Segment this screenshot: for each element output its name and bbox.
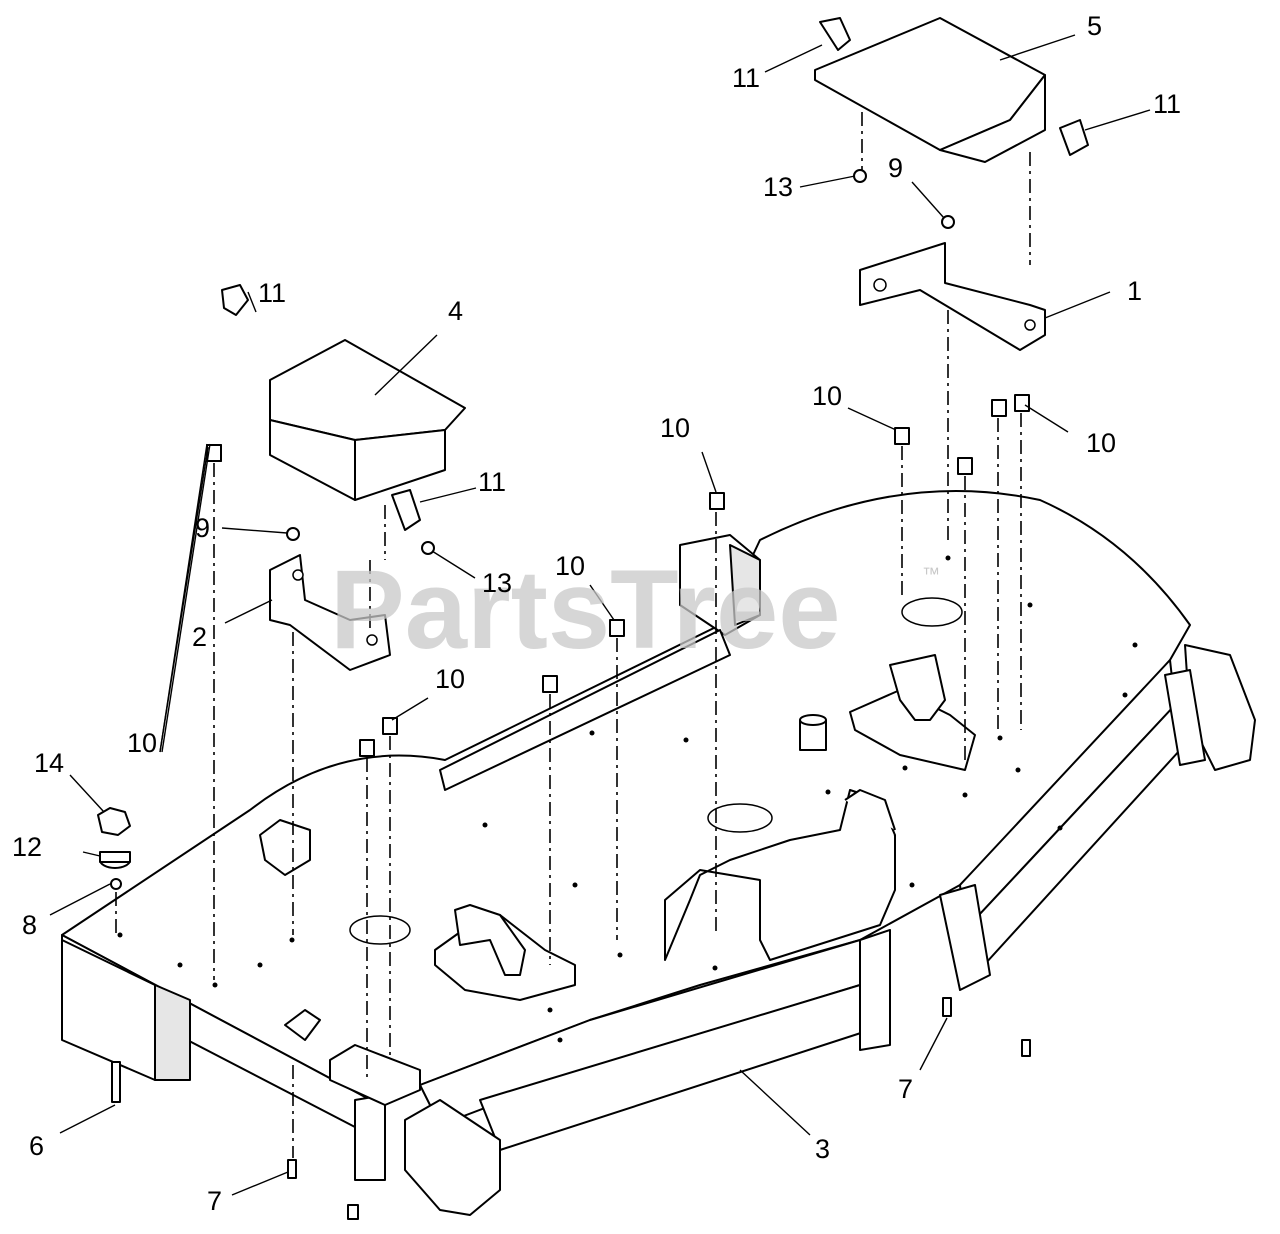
callout-13-left: 13: [482, 568, 512, 598]
callout-7-right: 7: [898, 1074, 913, 1104]
callout-10-center: 10: [555, 551, 585, 581]
callout-5: 5: [1087, 11, 1102, 41]
fasteners: [97, 169, 1031, 1220]
watermark-text: PartsTree: [330, 547, 841, 672]
alignment-lines: [115, 112, 1031, 1158]
cover-bracket-left: [269, 554, 391, 671]
callout-10-far-right: 10: [1086, 428, 1116, 458]
callout-4: 4: [448, 296, 463, 326]
callout-1: 1: [1127, 276, 1142, 306]
leader-lines: [49, 34, 1151, 1196]
watermark-trademark: ™: [922, 564, 940, 584]
callout-2: 2: [192, 622, 207, 652]
mower-deck: [61, 490, 1256, 1216]
callout-3: 3: [815, 1134, 830, 1164]
callout-11-top-left: 11: [732, 63, 760, 93]
callout-10-left: 10: [127, 728, 157, 758]
callout-8: 8: [22, 910, 37, 940]
callout-11-top-right: 11: [1153, 89, 1181, 119]
watermark: PartsTree ™: [330, 547, 940, 672]
callout-14: 14: [34, 748, 64, 778]
callout-9-left: 9: [195, 513, 210, 543]
callout-9-right: 9: [888, 153, 903, 183]
callout-10-front-center: 10: [435, 664, 465, 694]
cover-bracket-right: [859, 242, 1046, 351]
callout-10-rear-center: 10: [660, 413, 690, 443]
knob-hardware: [221, 17, 1089, 531]
callout-10-rear-right: 10: [812, 381, 842, 411]
callout-6: 6: [29, 1131, 44, 1161]
callout-13-right: 13: [763, 172, 793, 202]
callout-11-center: 11: [478, 467, 506, 497]
callout-labels: 1 2 3 4 5 6 7 7 8 9 9 10 10 10 10 10 10 …: [12, 11, 1181, 1216]
callout-11-left: 11: [258, 278, 286, 308]
callout-7-front: 7: [207, 1186, 222, 1216]
belt-cover-left: [269, 339, 466, 501]
callout-12: 12: [12, 832, 42, 862]
belt-cover-right: [814, 17, 1046, 163]
